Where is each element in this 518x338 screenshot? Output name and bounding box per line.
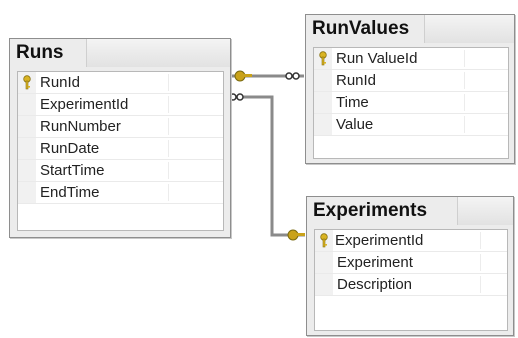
column-name: ExperimentId [335,232,424,249]
column-row[interactable]: EndTime [18,182,223,204]
column-row[interactable]: StartTime [18,160,223,182]
column-name: Run ValueId [336,50,418,67]
primary-key-icon [23,75,31,90]
column-name: RunId [40,74,81,91]
table-runs[interactable]: Runs RunId ExperimentId RunNumber RunDat… [9,38,231,238]
relationship-runs-runvalues[interactable] [232,70,304,82]
table-title[interactable]: RunValues [306,15,416,43]
column-list: Run ValueId RunId Time Value [313,47,509,159]
column-name: RunId [336,72,377,89]
one-end-key-icon [234,70,252,82]
many-end-infinity-icon [229,93,244,101]
column-name: StartTime [40,162,105,179]
column-name: Time [336,94,369,111]
column-row[interactable]: RunNumber [18,116,223,138]
column-name: RunDate [40,140,100,157]
column-name: EndTime [40,184,100,201]
column-row[interactable]: Time [314,92,508,114]
table-runvalues[interactable]: RunValues Run ValueId RunId Time Value [305,14,515,164]
primary-key-icon [320,233,328,248]
column-list: RunId ExperimentId RunNumber RunDate Sta… [17,71,224,231]
column-name: ExperimentId [40,96,129,113]
column-row[interactable]: Experiment [315,252,507,274]
column-name: RunNumber [40,118,121,135]
column-row[interactable]: ExperimentId [18,94,223,116]
column-row[interactable]: Run ValueId [314,48,508,70]
column-row[interactable]: ExperimentId [315,230,507,252]
relationship-experiments-runs[interactable] [229,93,305,241]
column-name: Description [337,276,413,293]
column-name: Experiment [337,254,413,271]
table-title[interactable]: Runs [10,39,70,67]
column-name: Value [336,116,374,133]
one-end-key-icon [287,229,305,241]
many-end-infinity-icon [285,72,300,80]
column-list: ExperimentId Experiment Description [314,229,508,331]
column-row[interactable]: Value [314,114,508,136]
column-row[interactable]: RunId [314,70,508,92]
column-row[interactable]: RunId [18,72,223,94]
column-row[interactable]: RunDate [18,138,223,160]
table-experiments[interactable]: Experiments ExperimentId Experiment Desc… [306,196,514,336]
table-title[interactable]: Experiments [307,197,434,225]
primary-key-icon [319,51,327,66]
column-row[interactable]: Description [315,274,507,296]
